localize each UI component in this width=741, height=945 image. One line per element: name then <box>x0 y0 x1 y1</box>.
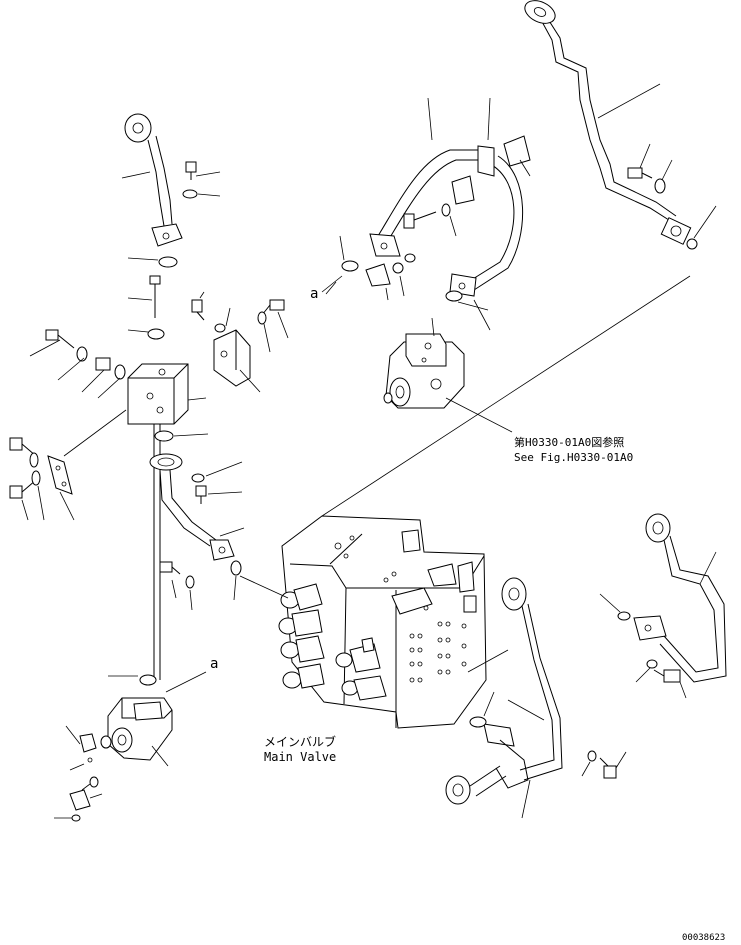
main-valve-label-jp: メインバルブ <box>264 734 336 749</box>
bolts-lower-right <box>469 593 687 779</box>
orings-top-center <box>325 235 491 331</box>
pipe-lower-right-b <box>633 513 727 683</box>
clamps-top-center <box>365 135 531 301</box>
bolt-middle-left <box>159 461 243 611</box>
block-left <box>127 363 207 680</box>
reference-label-en: See Fig.H0330-01A0 <box>514 451 633 464</box>
bolt-center-left <box>257 299 289 353</box>
leader-main-valve <box>239 275 691 673</box>
bolt-top-left <box>182 161 221 199</box>
oring-block-left <box>154 430 209 442</box>
fittings-lower-left <box>54 725 103 822</box>
main-valve-label-en: Main Valve <box>264 750 336 764</box>
pipe-lower-right-a <box>445 577 563 819</box>
hose-top-center <box>369 97 523 297</box>
leader-sub-valve <box>445 397 513 433</box>
bolt-left-lower <box>9 409 127 521</box>
marker-a-left: a <box>210 656 218 672</box>
pump-lower-left <box>100 671 207 767</box>
clamp-left <box>191 291 261 393</box>
pipe-top-left <box>121 113 183 247</box>
drawing-number: 00038623 <box>682 933 725 943</box>
marker-a-top: a <box>310 286 318 302</box>
valve-sub <box>383 317 465 409</box>
bolt-block-left <box>29 329 126 399</box>
pipe-middle-left <box>149 453 245 561</box>
pipe-top-right <box>524 0 692 245</box>
orings-left-column <box>127 256 178 340</box>
reference-label-jp: 第H0330-01A0図参照 <box>514 435 624 449</box>
valve-main <box>278 515 487 729</box>
bolt-top-right <box>627 167 698 250</box>
leader-lines-top-right <box>597 83 717 239</box>
